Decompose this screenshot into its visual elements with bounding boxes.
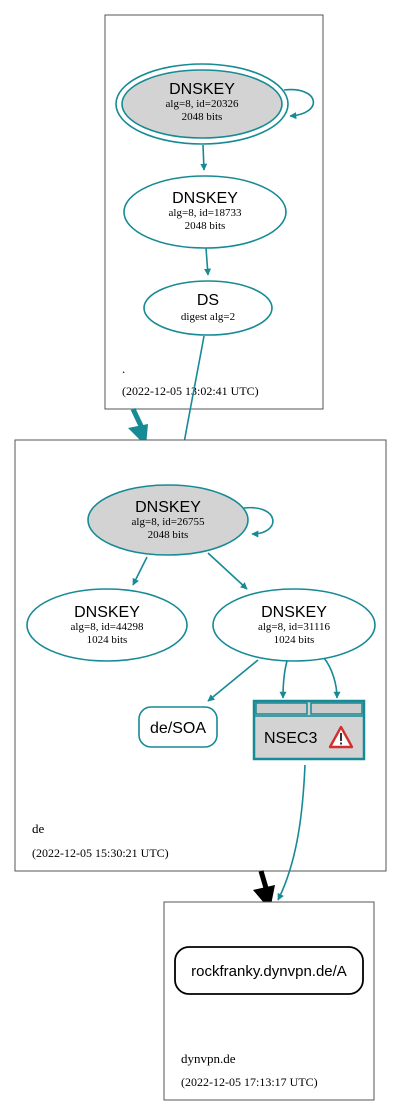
delegation-de-to-dynvpn xyxy=(258,870,269,889)
zone-root-label: . xyxy=(122,361,125,376)
de-zsk2-bits: 1024 bits xyxy=(274,634,315,646)
root-ksk-node[interactable]: DNSKEY alg=8, id=20326 2048 bits xyxy=(115,63,289,145)
root-ds-title: DS xyxy=(197,292,219,309)
de-zsk1-node[interactable]: DNSKEY alg=8, id=44298 1024 bits xyxy=(26,588,188,662)
de-soa-node[interactable]: de/SOA xyxy=(138,706,218,748)
nsec3-record-cell-left xyxy=(255,702,308,715)
zone-root: DNSKEY alg=8, id=20326 2048 bits DNSKEY … xyxy=(104,14,324,410)
edge-de-ksk-to-zsk1 xyxy=(132,556,148,586)
zone-root-timestamp: (2022-12-05 13:02:41 UTC) xyxy=(122,384,259,398)
de-soa-shape xyxy=(138,706,218,748)
edge-de-zsk2-to-nsec3-left xyxy=(279,660,288,699)
root-zsk-node[interactable]: DNSKEY alg=8, id=18733 2048 bits xyxy=(123,175,287,249)
edge-de-zsk2-to-nsec3-right xyxy=(323,657,341,699)
de-ksk-node[interactable]: DNSKEY alg=8, id=26755 2048 bits xyxy=(87,484,249,556)
de-ksk-bits: 2048 bits xyxy=(148,529,189,541)
root-ksk-alg: alg=8, id=20326 xyxy=(166,98,239,110)
edge-nsec3-to-dynvpn xyxy=(277,764,306,901)
root-ksk-shape xyxy=(121,69,283,139)
de-ksk-title: DNSKEY xyxy=(135,499,201,516)
de-zsk2-title: DNSKEY xyxy=(261,604,327,621)
de-ksk-alg: alg=8, id=26755 xyxy=(132,516,205,528)
dynvpn-record-title: rockfranky.dynvpn.de/A xyxy=(191,963,347,980)
de-zsk1-alg: alg=8, id=44298 xyxy=(71,621,144,633)
root-zsk-alg: alg=8, id=18733 xyxy=(169,207,242,219)
root-ksk-outer-ring xyxy=(115,63,289,145)
zone-de-timestamp: (2022-12-05 15:30:21 UTC) xyxy=(32,846,169,860)
de-zsk2-alg: alg=8, id=31116 xyxy=(258,621,331,633)
de-nsec3-node[interactable]: NSEC3 xyxy=(252,699,366,761)
edge-root-zsk-to-ds xyxy=(204,247,212,276)
root-ds-shape xyxy=(143,280,273,336)
root-ds-node[interactable]: DS digest alg=2 xyxy=(143,280,273,336)
nsec3-title: NSEC3 xyxy=(264,730,317,747)
dynvpn-record-node[interactable]: rockfranky.dynvpn.de/A xyxy=(174,946,364,995)
root-zsk-title: DNSKEY xyxy=(172,190,238,207)
zone-dynvpn-label: dynvpn.de xyxy=(181,1051,236,1066)
de-ksk-shape xyxy=(87,484,249,556)
zone-de: DNSKEY alg=8, id=26755 2048 bits DNSKEY … xyxy=(14,439,387,872)
de-soa-title: de/SOA xyxy=(150,720,206,737)
zone-dynvpn-timestamp: (2022-12-05 17:13:17 UTC) xyxy=(181,1075,318,1089)
edge-root-ksk-self xyxy=(283,88,315,120)
edge-root-ksk-to-zsk xyxy=(200,144,208,171)
de-zsk1-shape xyxy=(26,588,188,662)
zone-dynvpn-box xyxy=(163,901,375,1101)
zone-dynvpn: rockfranky.dynvpn.de/A dynvpn.de (2022-1… xyxy=(163,901,375,1101)
edge-de-zsk2-to-soa xyxy=(207,659,259,702)
edge-de-ksk-self xyxy=(243,506,274,538)
root-ksk-bits: 2048 bits xyxy=(182,111,223,123)
zone-de-label: de xyxy=(32,821,45,836)
warning-triangle-icon xyxy=(328,725,354,749)
de-zsk2-node[interactable]: DNSKEY alg=8, id=31116 1024 bits xyxy=(212,588,376,662)
delegation-root-to-de xyxy=(130,407,145,430)
root-zsk-shape xyxy=(123,175,287,249)
dynvpn-record-shape xyxy=(174,946,364,995)
edge-de-ksk-to-zsk2 xyxy=(207,552,248,590)
root-ksk-title: DNSKEY xyxy=(169,81,235,98)
de-zsk1-bits: 1024 bits xyxy=(87,634,128,646)
de-zsk2-shape xyxy=(212,588,376,662)
root-zsk-bits: 2048 bits xyxy=(185,220,226,232)
nsec3-record-cell-right xyxy=(310,702,363,715)
root-ds-digest: digest alg=2 xyxy=(181,311,235,323)
de-zsk1-title: DNSKEY xyxy=(74,604,140,621)
